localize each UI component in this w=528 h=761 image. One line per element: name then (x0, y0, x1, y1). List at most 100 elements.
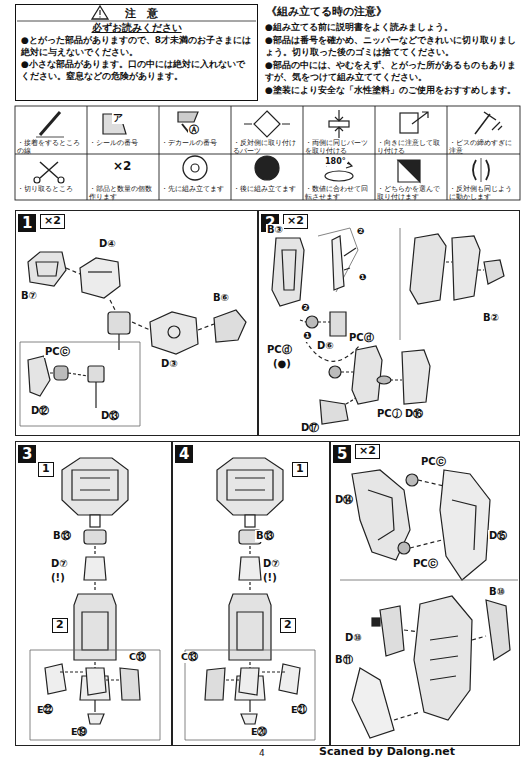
shoulder-assembly (446, 261, 452, 262)
symbol-caption: ・向きに注意して取り付ける (377, 139, 445, 155)
part-number: D⑬ (100, 410, 120, 422)
manual-illustration (30, 458, 160, 740)
step-number: 3 (18, 445, 36, 463)
step-panel: 3 (15, 441, 172, 746)
symbol-caption: ・両側に同じパーツを取り付ける (305, 139, 373, 155)
step-number: 5 (333, 445, 351, 463)
arm-joint-assembly (198, 324, 214, 330)
symbol-icons (398, 160, 420, 182)
order-number: ❷ (300, 302, 310, 314)
step-number: 4 (175, 445, 193, 463)
shoulder-assembly (329, 366, 341, 378)
part-number: PCⓒ (412, 558, 439, 570)
symbol-icons (481, 158, 482, 182)
symbol-icons (178, 112, 198, 122)
part-number: PCⓒ (44, 346, 71, 358)
step-panel: 1 (15, 210, 258, 436)
quantity-badge: ×2 (283, 214, 308, 229)
arm-joint-assembly (150, 312, 198, 354)
part-number: D⑫ (30, 405, 50, 417)
caution-mark: (!) (262, 572, 278, 584)
shoulder-assembly (344, 248, 356, 270)
shoulder-assembly (478, 269, 484, 270)
shoulder-assembly (330, 312, 346, 336)
shoulder-assembly (272, 228, 504, 424)
page-number: 4 (258, 748, 266, 758)
part-number: E⑳ (250, 727, 269, 738)
part-number: PCⓙ (376, 408, 403, 420)
section-heading: 《組み立てる時の注意》 (265, 5, 388, 17)
manual-illustration (185, 458, 315, 740)
symbol-icons (325, 171, 353, 181)
part-number: E㉑ (290, 705, 309, 716)
symbol-icons (400, 113, 418, 133)
symbol-icons (492, 122, 502, 130)
subassembly-ref: 2 (52, 618, 68, 633)
quantity-badge: ×2 (355, 444, 380, 459)
symbol-icons (255, 156, 279, 180)
arm-joint-assembly (88, 366, 104, 382)
symbol-legend-grid (15, 106, 520, 200)
title-rule (17, 21, 256, 22)
warning-subtitle: 必ずお読みください (21, 21, 252, 34)
hand-assembly (352, 668, 394, 738)
part-number: D⑦ (50, 558, 69, 570)
hand-assembly (414, 596, 472, 720)
hand-assembly (486, 600, 510, 660)
step-panel: 2 (258, 210, 520, 436)
part-number: D④ (98, 238, 117, 250)
symbol-legend-grid (15, 106, 520, 200)
part-number: B③ (266, 224, 284, 236)
shoulder-assembly (282, 250, 296, 290)
note-mark: (●) (272, 358, 292, 370)
shoulder-assembly (484, 260, 504, 284)
subassembly-ref: 2 (280, 618, 296, 633)
hand-assembly (410, 480, 444, 548)
shoulder-assembly (332, 236, 344, 290)
hand-assembly (352, 470, 410, 560)
symbol-icons (335, 110, 343, 138)
part-number: B⑩ (488, 586, 506, 598)
symbol-caption: ・デカールの番号 (161, 139, 229, 147)
step-number: 1 (18, 214, 36, 232)
hand-assembly (340, 470, 518, 738)
shoulder-assembly (400, 228, 401, 340)
symbol-icons (34, 110, 502, 183)
part-number: B⑬ (255, 530, 275, 542)
watermark: Scaned by Dalong.net (318, 746, 456, 759)
part-number: PCⓒ (420, 456, 447, 468)
hand-assembly (368, 490, 394, 540)
rotation-mark: 180° (324, 157, 347, 166)
caution-mark: (!) (50, 572, 66, 584)
part-number: D⑭ (334, 494, 354, 506)
part-number: PCⓓ (266, 344, 293, 356)
arm-joint-assembly (108, 312, 130, 334)
hand-assembly (394, 712, 420, 720)
shoulder-assembly (320, 400, 348, 424)
note: ●部品は番号を確かめ、ニッパーなどできれいに切り取りましょう。切り取った後のゴミ… (265, 34, 520, 58)
shoulder-assembly (410, 234, 446, 304)
part-number: B⑪ (334, 654, 354, 666)
note: ●組み立てる前に説明書をよく読みましょう。 (265, 21, 520, 33)
symbol-caption: ・どちらかを選んで取り付けます (377, 185, 445, 201)
symbol-icons (398, 160, 420, 182)
quantity-mark: ×2 (112, 160, 132, 174)
warning-bullet: ●小さな部品があります。口の中には絶対に入れないでください。窒息などの危険があり… (21, 58, 252, 82)
symbol-caption: ・後に組み立てます (233, 185, 301, 193)
arm-joint-assembly (132, 322, 150, 330)
shoulder-assembly (402, 350, 430, 404)
shoulder-assembly (272, 238, 304, 306)
shoulder-assembly (306, 316, 318, 328)
shoulder-assembly (346, 398, 356, 404)
arm-joint-assembly (28, 356, 50, 396)
shoulder-assembly (390, 379, 402, 380)
symbol-icons (36, 137, 64, 138)
symbol-caption: ・接着をするところの線 (17, 139, 85, 155)
arm-joint-assembly (28, 252, 66, 286)
symbol-icons (191, 164, 199, 172)
arm-joint-assembly (66, 268, 80, 274)
symbol-icons (40, 112, 60, 135)
symbol-caption: ・部品と数量の個数作ります (89, 185, 157, 201)
part-number: E㉒ (36, 705, 55, 716)
shoulder-assembly (352, 346, 382, 404)
